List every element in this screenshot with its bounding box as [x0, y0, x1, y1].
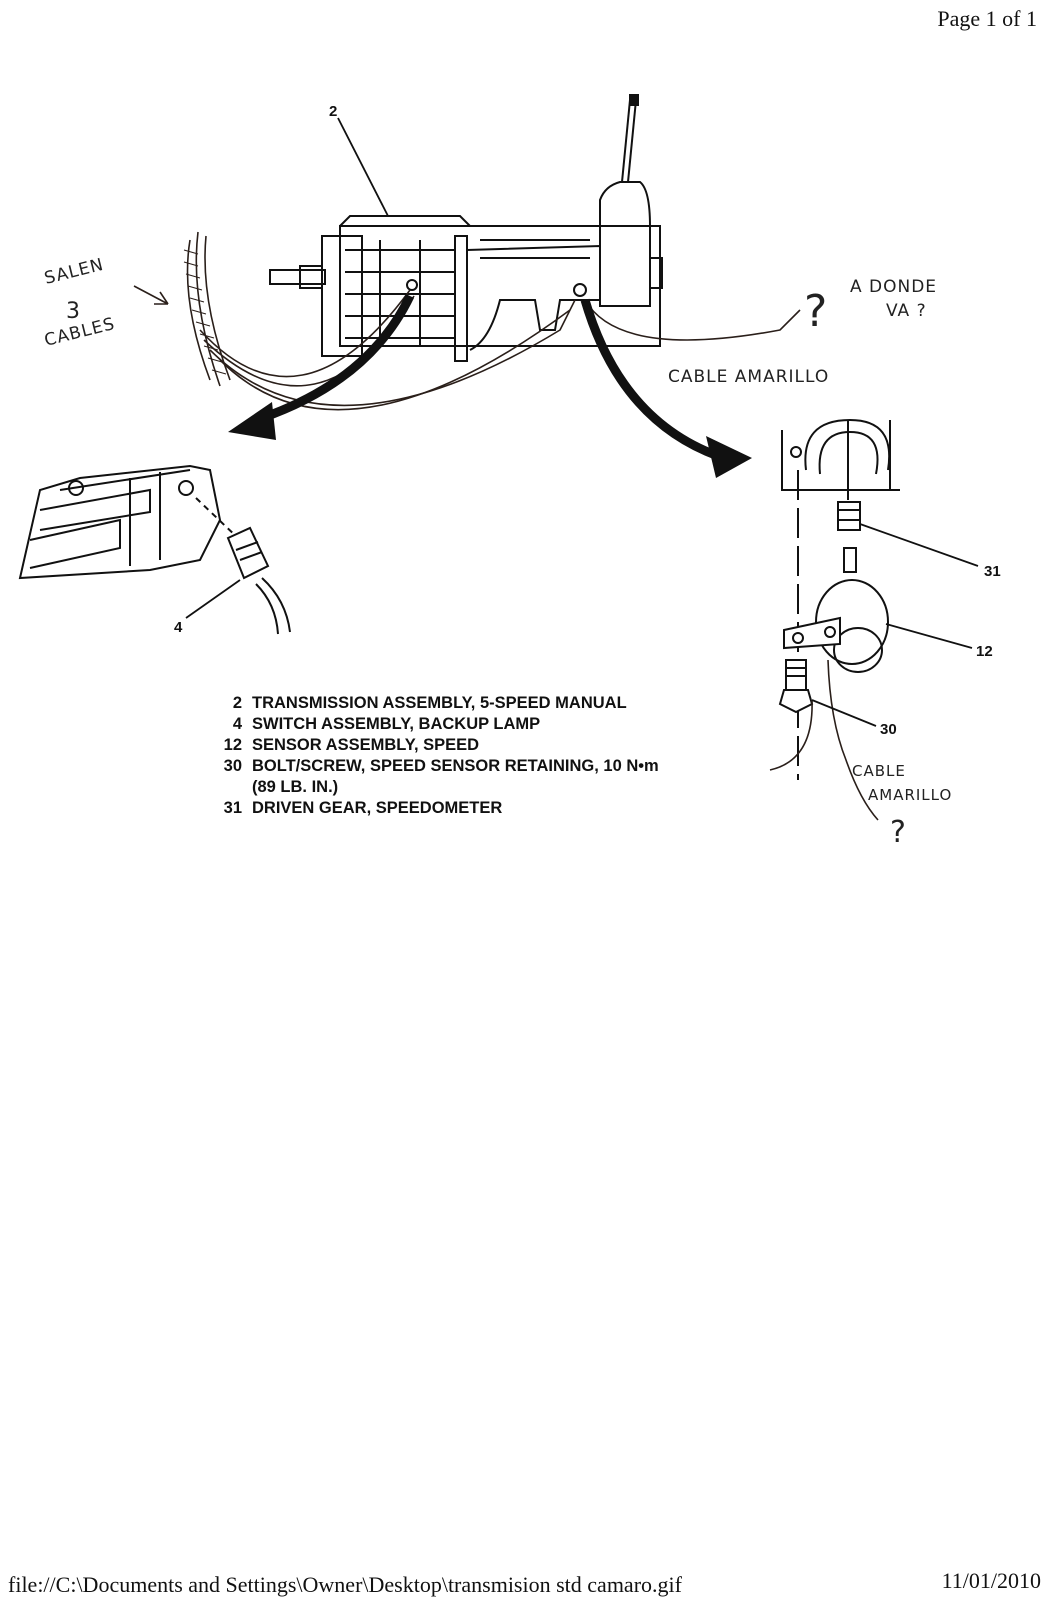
- legend-text: SENSOR ASSEMBLY, SPEED: [252, 736, 480, 754]
- note-cable-amarillo-top: CABLE AMARILLO: [668, 367, 829, 387]
- callout-2-leader: [337, 117, 389, 217]
- callout-31-leader: [859, 523, 979, 567]
- callout-30-leader: [811, 699, 877, 727]
- callout-4-label: 4: [174, 619, 183, 636]
- note-cable-lower: CABLE: [852, 762, 906, 780]
- legend-text: SWITCH ASSEMBLY, BACKUP LAMP: [252, 715, 541, 733]
- callout-12-leader: [885, 623, 973, 649]
- note-a-donde: A DONDE: [850, 277, 937, 297]
- legend-text: BOLT/SCREW, SPEED SENSOR RETAINING, 10 N…: [252, 757, 659, 775]
- note-question-mark: ?: [804, 286, 828, 337]
- callout-12-label: 12: [976, 643, 993, 660]
- legend-row: 31 DRIVEN GEAR, SPEEDOMETER: [210, 798, 659, 819]
- print-date-footer: 11/01/2010: [941, 1568, 1041, 1593]
- right-curved-arrow: [580, 298, 752, 478]
- legend-text: (89 LB. IN.): [252, 778, 339, 796]
- transmission-diagram: 2 SALEN 3 CABLES ? A DONDE VA ? CABLE AM…: [18, 94, 1001, 850]
- transmission-assembly: [269, 94, 663, 362]
- legend-row: 12 SENSOR ASSEMBLY, SPEED: [210, 735, 659, 756]
- legend-row: 30 BOLT/SCREW, SPEED SENSOR RETAINING, 1…: [210, 756, 659, 777]
- backup-lamp-switch-detail: [18, 464, 291, 635]
- legend-number: [210, 777, 242, 798]
- note-arrow: [133, 285, 169, 305]
- legend-number: 31: [223, 799, 242, 817]
- note-question-mark-lower: ?: [890, 815, 907, 850]
- legend-text: TRANSMISSION ASSEMBLY, 5-SPEED MANUAL: [252, 694, 627, 712]
- legend-row: (89 LB. IN.): [210, 777, 659, 798]
- page-number-label: Page 1 of 1: [937, 6, 1037, 31]
- callout-30-label: 30: [880, 721, 897, 738]
- left-curved-arrow: [228, 294, 415, 440]
- note-va: VA ?: [886, 301, 927, 321]
- legend-number: 30: [223, 757, 242, 775]
- legend-number: 12: [223, 736, 242, 754]
- note-amarillo-lower: AMARILLO: [868, 786, 952, 804]
- note-salen: SALEN: [42, 255, 106, 289]
- legend-row: 4 SWITCH ASSEMBLY, BACKUP LAMP: [210, 714, 659, 735]
- parts-legend: 2 TRANSMISSION ASSEMBLY, 5-SPEED MANUAL …: [210, 693, 659, 819]
- callout-31-label: 31: [984, 563, 1001, 580]
- legend-text: DRIVEN GEAR, SPEEDOMETER: [252, 799, 503, 817]
- file-path-footer: file://C:\Documents and Settings\Owner\D…: [8, 1572, 682, 1597]
- callout-4-leader: [185, 579, 241, 619]
- hand-drawn-cables: [186, 231, 801, 411]
- note-three: 3: [66, 299, 81, 324]
- cable-bundle: [183, 249, 227, 375]
- legend-number: 2: [232, 694, 242, 712]
- speed-sensor-detail: [769, 418, 900, 821]
- legend-row: 2 TRANSMISSION ASSEMBLY, 5-SPEED MANUAL: [210, 693, 659, 714]
- legend-number: 4: [232, 715, 242, 733]
- callout-2-label: 2: [329, 103, 337, 120]
